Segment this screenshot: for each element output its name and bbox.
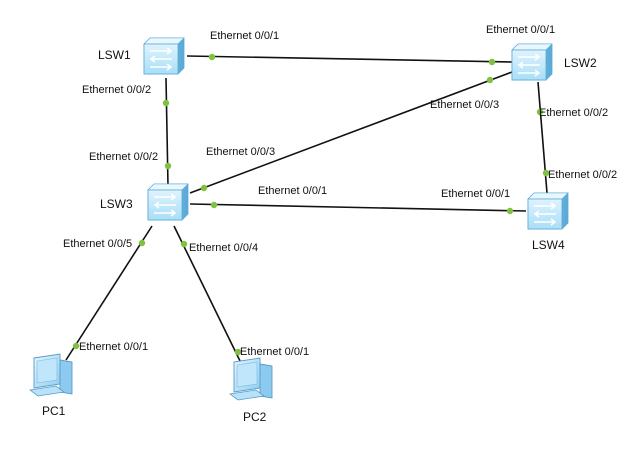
pc-icon xyxy=(229,357,273,401)
device-label-lsw2: LSW2 xyxy=(564,56,597,70)
device-label-lsw1: LSW1 xyxy=(98,48,131,62)
port-label: Ethernet 0/0/1 xyxy=(441,188,510,200)
port-label: Ethernet 0/0/5 xyxy=(63,238,132,250)
link-lsw3-lsw2 xyxy=(189,71,513,194)
port-dot xyxy=(210,201,218,209)
pc-pc2[interactable] xyxy=(229,357,273,401)
port-dot xyxy=(488,58,496,66)
switch-icon xyxy=(143,37,185,75)
link-lsw1-lsw3 xyxy=(165,77,169,187)
port-label: Ethernet 0/0/2 xyxy=(89,151,158,163)
port-label: Ethernet 0/0/1 xyxy=(210,30,279,42)
link-lsw2-lsw4 xyxy=(537,81,548,194)
port-dot xyxy=(486,76,494,84)
switch-lsw4[interactable] xyxy=(527,192,569,230)
port-dot xyxy=(72,342,80,350)
port-dot xyxy=(208,53,216,61)
device-label-pc2: PC2 xyxy=(243,410,267,424)
port-dot xyxy=(180,240,188,248)
switch-icon xyxy=(511,43,553,81)
link-lsw3-lsw4 xyxy=(189,203,527,212)
port-dot xyxy=(536,108,544,116)
port-label: Ethernet 0/0/1 xyxy=(79,341,148,353)
switch-lsw3[interactable] xyxy=(147,183,189,221)
switch-icon xyxy=(147,183,189,221)
pc-pc1[interactable] xyxy=(29,353,73,397)
port-label: Ethernet 0/0/2 xyxy=(548,169,617,181)
port-label: Ethernet 0/0/1 xyxy=(240,346,309,358)
device-label-pc1: PC1 xyxy=(42,404,66,418)
port-dot xyxy=(200,184,208,192)
port-label: Ethernet 0/0/4 xyxy=(189,242,258,254)
link-lsw3-pc2 xyxy=(173,225,243,366)
port-dot xyxy=(162,99,170,107)
pc-icon xyxy=(29,353,73,397)
port-label: Ethernet 0/0/1 xyxy=(258,185,327,197)
port-label: Ethernet 0/0/3 xyxy=(430,99,499,111)
port-label: Ethernet 0/0/1 xyxy=(486,24,555,36)
link-lsw3-pc1 xyxy=(65,225,153,361)
port-label: Ethernet 0/0/3 xyxy=(206,146,275,158)
port-dot xyxy=(164,162,172,170)
port-dot xyxy=(542,169,550,177)
switch-lsw1[interactable] xyxy=(143,37,185,75)
port-dot xyxy=(138,239,146,247)
switch-icon xyxy=(527,192,569,230)
port-dot xyxy=(234,348,242,356)
link-lsw1-lsw2 xyxy=(186,55,513,63)
switch-lsw2[interactable] xyxy=(511,43,553,81)
port-label: Ethernet 0/0/2 xyxy=(82,84,151,96)
port-label: Ethernet 0/0/2 xyxy=(539,107,608,119)
device-label-lsw4: LSW4 xyxy=(532,238,565,252)
device-label-lsw3: LSW3 xyxy=(100,197,133,211)
port-dot xyxy=(506,207,514,215)
